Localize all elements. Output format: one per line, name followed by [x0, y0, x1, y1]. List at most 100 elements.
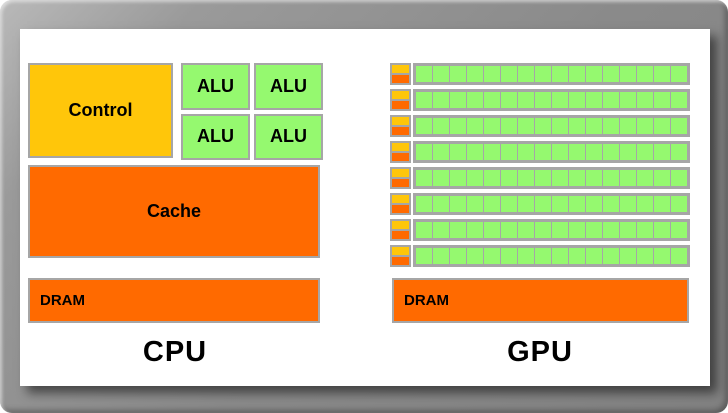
gpu-alu-row — [413, 167, 690, 189]
gpu-alu-cell — [671, 248, 687, 264]
gpu-alu-cell — [620, 248, 636, 264]
cpu-alu-block: ALU — [181, 63, 250, 110]
gpu-mini-cache-cell — [392, 100, 409, 109]
gpu-alu-cell — [518, 248, 534, 264]
gpu-mini-control-cell — [392, 143, 409, 151]
gpu-alu-cell — [603, 118, 619, 134]
gpu-alu-cell — [603, 248, 619, 264]
gpu-alu-cell — [535, 66, 551, 82]
cpu-cache-block: Cache — [28, 165, 320, 258]
gpu-alu-cell — [586, 118, 602, 134]
gpu-alu-cell — [637, 118, 653, 134]
gpu-scheduler-box — [390, 89, 411, 111]
gpu-alu-cell — [569, 196, 585, 212]
gpu-alu-cell — [586, 196, 602, 212]
gpu-grid-row — [390, 193, 690, 215]
gpu-mini-control-cell — [392, 169, 409, 177]
gpu-alu-row — [413, 63, 690, 85]
gpu-alu-cell — [484, 144, 500, 160]
gpu-alu-cell — [416, 66, 432, 82]
gpu-alu-cell — [518, 66, 534, 82]
gpu-alu-cell — [569, 170, 585, 186]
gpu-alu-cell — [416, 222, 432, 238]
gpu-alu-cell — [552, 66, 568, 82]
gpu-alu-cell — [586, 248, 602, 264]
gpu-alu-cell — [467, 196, 483, 212]
gpu-alu-cell — [552, 118, 568, 134]
gpu-alu-cell — [569, 222, 585, 238]
gpu-scheduler-box — [390, 141, 411, 163]
cpu-alu-block: ALU — [181, 113, 250, 160]
gpu-alu-cell — [654, 118, 670, 134]
gpu-alu-cell — [671, 92, 687, 108]
gpu-mini-cache-cell — [392, 126, 409, 135]
gpu-grid-row — [390, 89, 690, 111]
gpu-mini-cache-cell — [392, 178, 409, 187]
gpu-alu-cell — [620, 118, 636, 134]
gpu-alu-cell — [671, 66, 687, 82]
gpu-alu-cell — [450, 248, 466, 264]
gpu-alu-cell — [484, 170, 500, 186]
gpu-alu-cell — [433, 92, 449, 108]
gpu-alu-cell — [586, 222, 602, 238]
gpu-alu-cell — [484, 222, 500, 238]
gpu-alu-cell — [552, 222, 568, 238]
gpu-alu-cell — [569, 66, 585, 82]
diagram-canvas: Control ALU ALU ALU ALU Cache DRAM CPU D… — [20, 29, 710, 386]
gpu-alu-cell — [552, 92, 568, 108]
cpu-alu-grid: ALU ALU ALU ALU — [181, 63, 323, 160]
gpu-mini-cache-cell — [392, 230, 409, 239]
gpu-mini-control-cell — [392, 65, 409, 73]
gpu-alu-cell — [433, 222, 449, 238]
gpu-alu-cell — [518, 92, 534, 108]
gpu-alu-cell — [535, 222, 551, 238]
gpu-alu-cell — [603, 144, 619, 160]
cpu-dram-label: DRAM — [40, 292, 85, 309]
gpu-alu-cell — [484, 248, 500, 264]
gpu-dram-block: DRAM — [392, 278, 689, 323]
gpu-alu-cell — [433, 170, 449, 186]
gpu-alu-cell — [637, 144, 653, 160]
gpu-mini-cache-cell — [392, 204, 409, 213]
gpu-alu-cell — [518, 144, 534, 160]
gpu-alu-row — [413, 219, 690, 241]
gpu-alu-cell — [654, 222, 670, 238]
gpu-alu-cell — [416, 144, 432, 160]
gpu-alu-cell — [467, 222, 483, 238]
cpu-alu-block: ALU — [254, 63, 323, 110]
gpu-alu-cell — [620, 66, 636, 82]
gpu-alu-cell — [416, 92, 432, 108]
gpu-alu-cell — [501, 222, 517, 238]
gpu-alu-cell — [535, 118, 551, 134]
gpu-alu-cell — [586, 144, 602, 160]
gpu-alu-cell — [416, 170, 432, 186]
gpu-grid-row — [390, 245, 690, 267]
gpu-alu-cell — [416, 196, 432, 212]
gpu-grid-row — [390, 141, 690, 163]
gpu-alu-cell — [501, 92, 517, 108]
gpu-mini-control-cell — [392, 117, 409, 125]
gpu-alu-cell — [569, 248, 585, 264]
gpu-alu-cell — [654, 196, 670, 212]
gpu-scheduler-box — [390, 167, 411, 189]
cpu-control-block: Control — [28, 63, 173, 158]
gpu-mini-control-cell — [392, 195, 409, 203]
gpu-alu-cell — [501, 66, 517, 82]
gpu-alu-cell — [501, 170, 517, 186]
gpu-alu-cell — [569, 92, 585, 108]
gpu-alu-cell — [569, 144, 585, 160]
gpu-alu-cell — [637, 170, 653, 186]
gpu-mini-cache-cell — [392, 256, 409, 265]
gpu-alu-cell — [501, 196, 517, 212]
gpu-alu-cell — [467, 66, 483, 82]
gpu-alu-cell — [671, 196, 687, 212]
gpu-alu-row — [413, 245, 690, 267]
gpu-alu-cell — [603, 170, 619, 186]
gpu-alu-cell — [450, 144, 466, 160]
gpu-alu-cell — [450, 118, 466, 134]
gpu-alu-cell — [416, 118, 432, 134]
gpu-alu-cell — [569, 118, 585, 134]
gpu-alu-cell — [620, 170, 636, 186]
gpu-mini-control-cell — [392, 91, 409, 99]
gpu-alu-cell — [552, 196, 568, 212]
